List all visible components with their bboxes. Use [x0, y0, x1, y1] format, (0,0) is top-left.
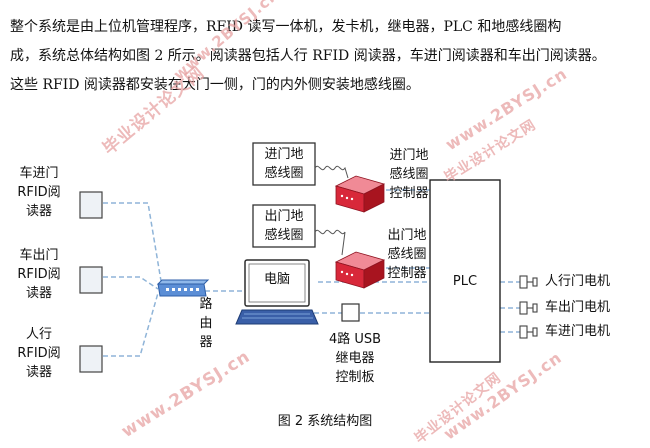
- coil-boxes: [252, 142, 316, 248]
- relay-label: 4路 USB 继电器 控制板: [328, 332, 382, 385]
- controller-devices: [334, 175, 386, 289]
- reader-card-vehicle-out: [79, 266, 103, 294]
- paragraph-line-1: 整个系统是由上位机管理程序，RFID 读写一体机，发卡机，继电器，PLC 和地感…: [10, 19, 562, 35]
- reader-card-vehicle-in: [79, 191, 103, 219]
- reader-label-vehicle-in: 车进门 RFID阅 读器: [17, 166, 61, 219]
- controller-out: [334, 251, 386, 289]
- plc-label: PLC: [452, 274, 478, 289]
- figure-caption: 图 2 系统结构图: [277, 414, 373, 429]
- motor-label-vehicle-out: 车出门电机: [545, 300, 611, 315]
- coil-box-out: [252, 204, 316, 248]
- motor-connectors: [519, 275, 538, 339]
- coil-springs: [314, 165, 349, 256]
- coil-label-in: 进门地 感线圈: [264, 147, 304, 181]
- reader-card-pedestrian: [79, 345, 103, 373]
- controller-label-out: 出门地 感线圈 控制器: [387, 228, 427, 281]
- coil-label-out: 出门地 感线圈: [264, 209, 304, 243]
- reader-label-vehicle-out: 车出门 RFID阅 读器: [17, 248, 61, 301]
- system-structure-diagram: [79, 142, 538, 373]
- paragraph-line-3: 这些 RFID 阅读器都安装在大门一侧，门的内外侧安装地感线圈。: [10, 77, 420, 93]
- coil-box-in: [252, 142, 316, 186]
- controller-label-in: 进门地 感线圈 控制器: [389, 148, 429, 201]
- computer-monitor: [235, 259, 319, 325]
- motor-label-vehicle-in: 车进门电机: [545, 324, 611, 339]
- computer-label: 电脑: [263, 272, 290, 287]
- paragraph-line-2: 成，系统总体结构如图 2 所示。阅读器包括人行 RFID 阅读器，车进门阅读器和…: [10, 48, 606, 64]
- router-label: 路 由 器: [199, 297, 213, 350]
- motor-label-pedestrian: 人行门电机: [545, 274, 611, 289]
- relay-box: [341, 303, 360, 322]
- controller-in: [334, 175, 386, 213]
- reader-label-pedestrian: 人行 RFID阅 读器: [17, 327, 61, 380]
- reader-cards: [79, 191, 103, 373]
- plc-box: [429, 179, 501, 363]
- router-device: [156, 279, 210, 297]
